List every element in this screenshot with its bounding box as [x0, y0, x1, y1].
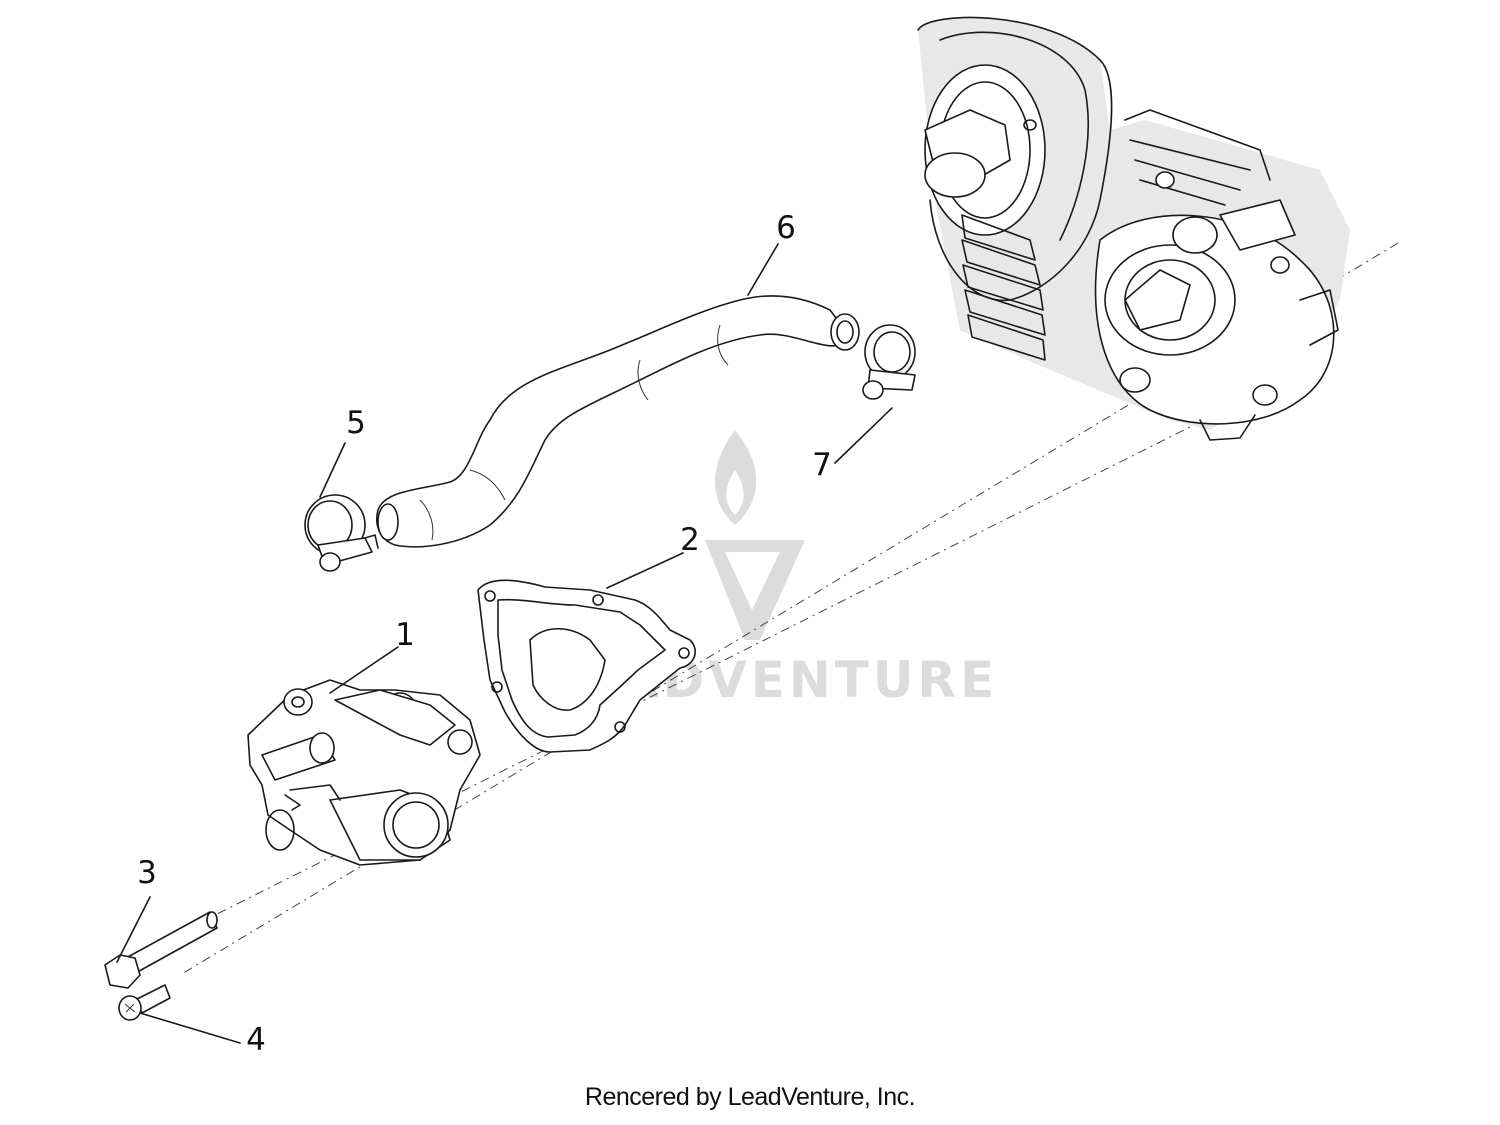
hose-clamp-5: [304, 494, 379, 572]
callout-1: 1: [395, 617, 415, 653]
leader-lines: [116, 243, 893, 1044]
callout-7: 7: [812, 447, 832, 483]
callout-2: 2: [680, 522, 700, 558]
hose-clamp-7: [862, 324, 916, 400]
callout-3: 3: [137, 855, 157, 891]
footer-credit: Rencered by LeadVenture, Inc.: [584, 1083, 916, 1111]
bolt-3: [104, 911, 218, 989]
thermostat-housing: [247, 679, 481, 866]
engine-assembly: [917, 16, 1350, 441]
callouts: 1 2 3 4 5 6 7: [137, 210, 832, 1058]
screw-4: [118, 984, 171, 1021]
callout-4: 4: [246, 1022, 266, 1058]
callout-6: 6: [776, 210, 796, 246]
gasket: [477, 579, 696, 753]
callout-5: 5: [346, 405, 366, 441]
coolant-hose: [376, 295, 860, 548]
